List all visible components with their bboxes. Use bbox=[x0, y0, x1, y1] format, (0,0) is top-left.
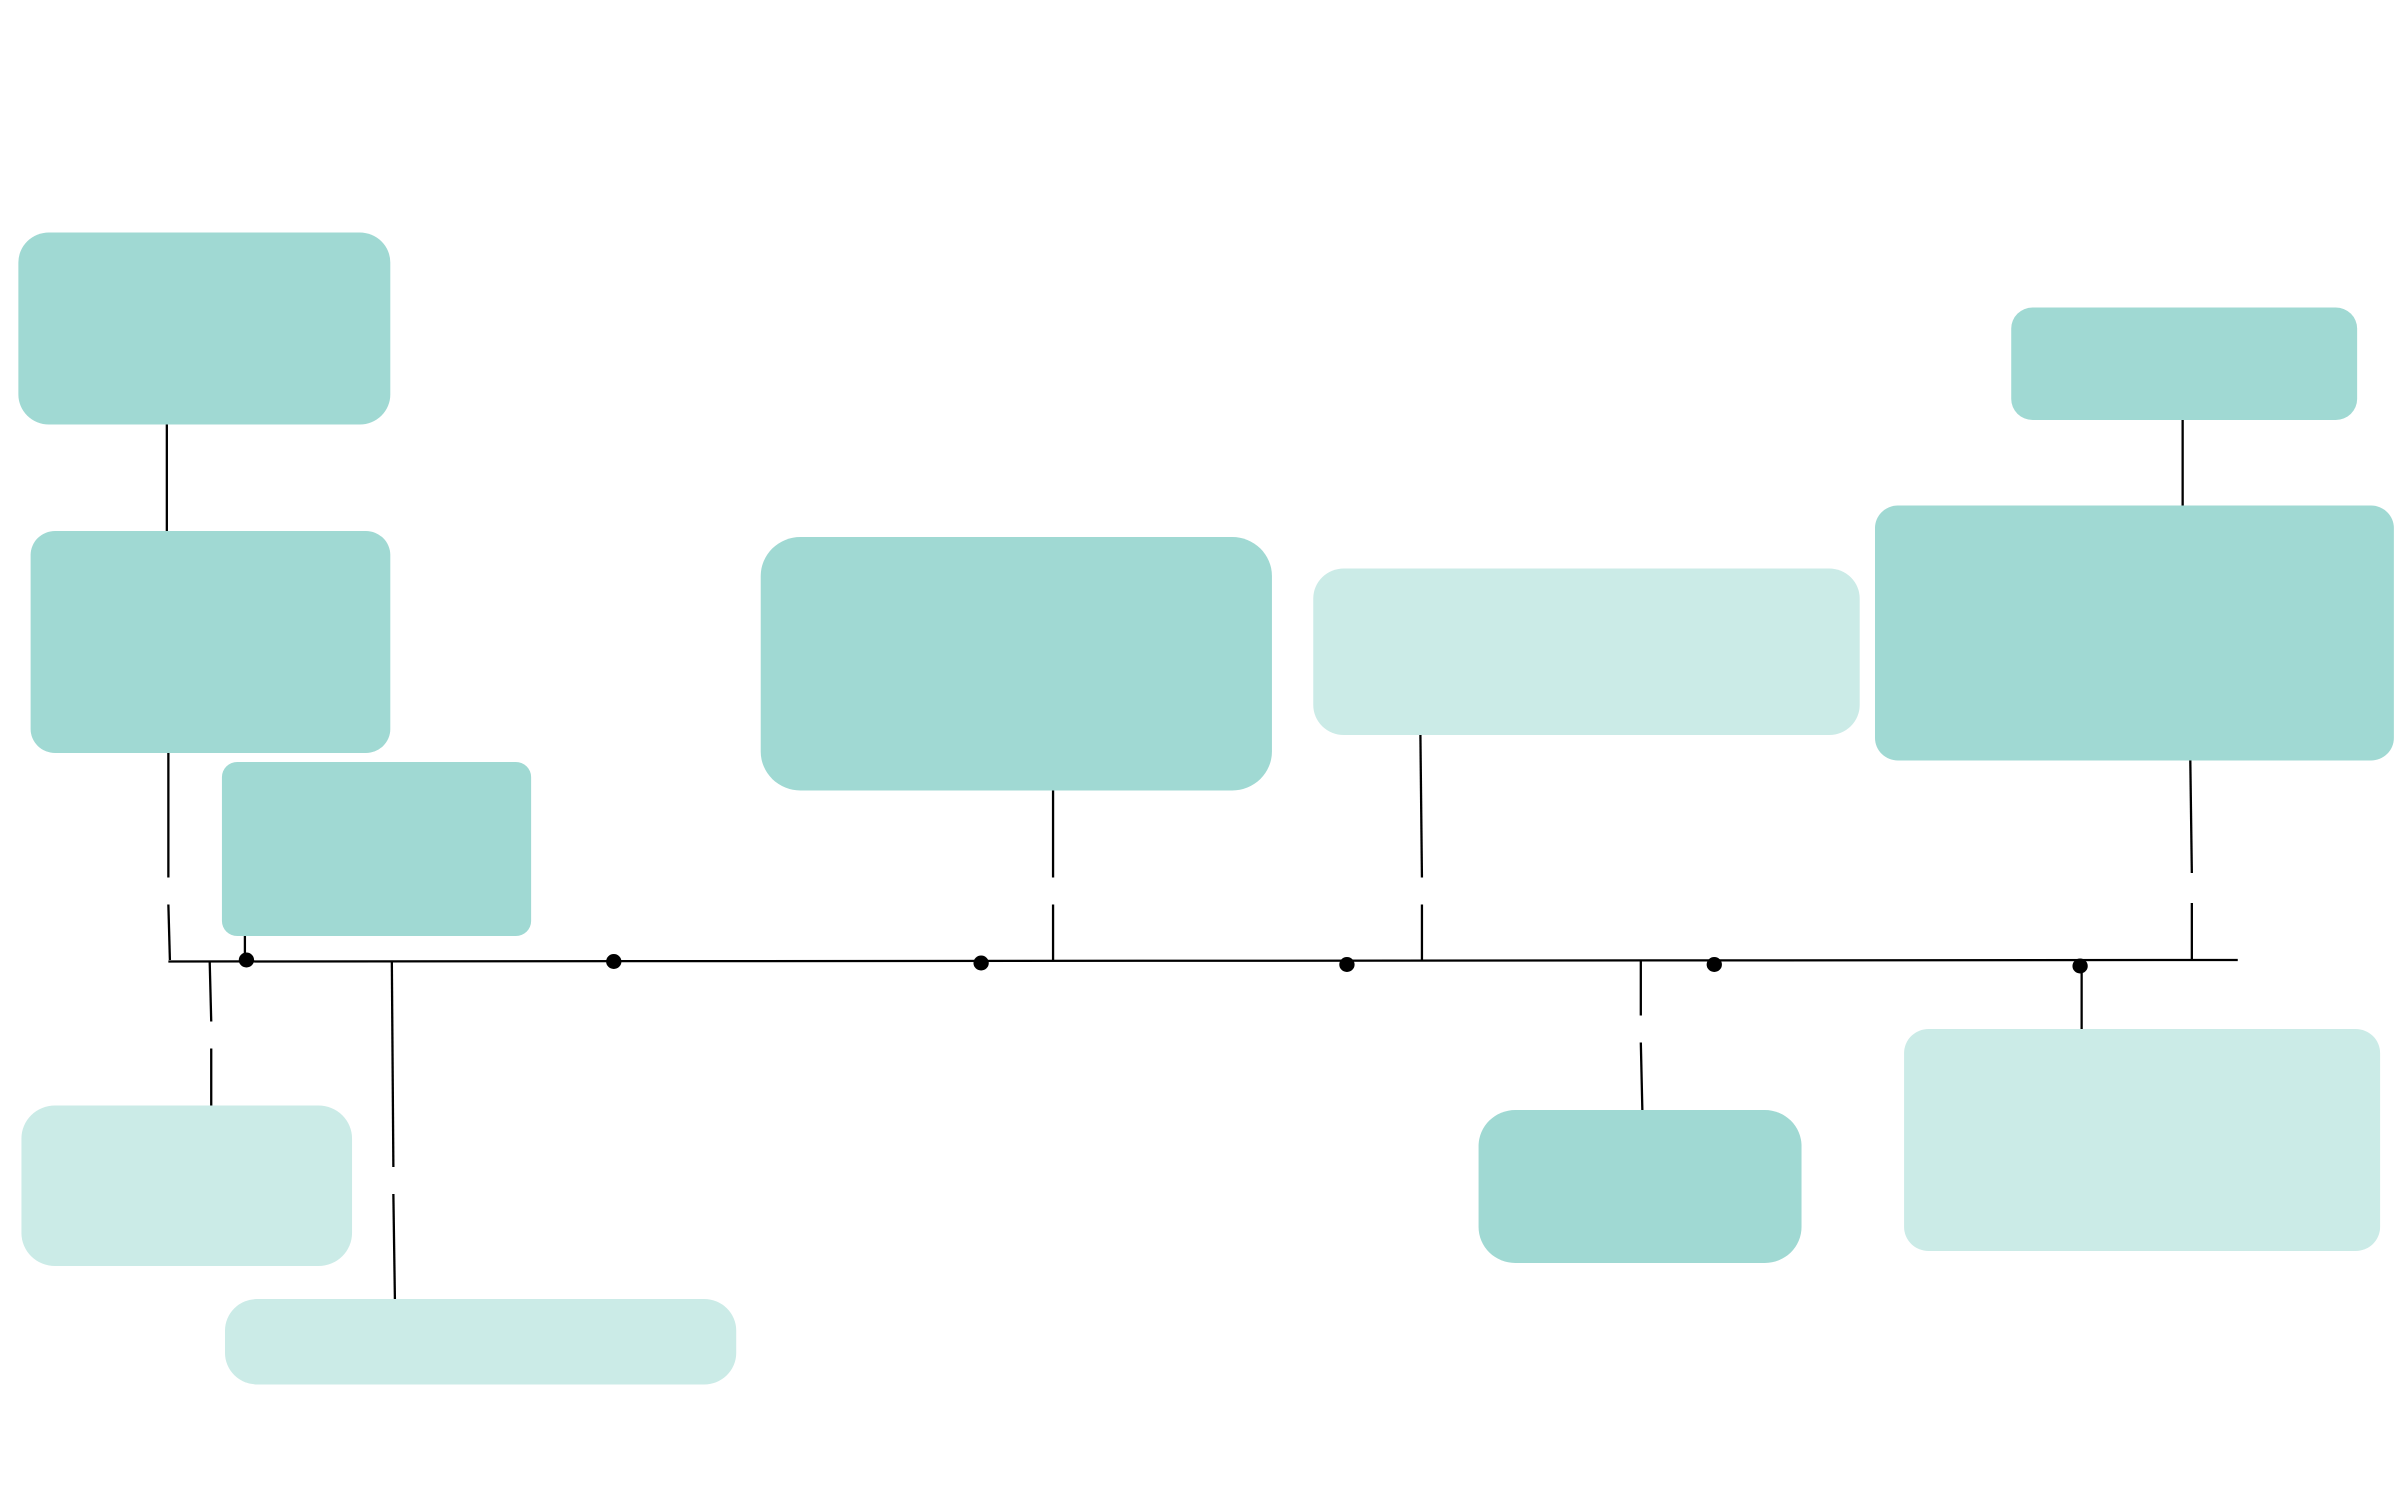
timeline-marker[interactable] bbox=[1339, 957, 1355, 972]
event-card[interactable] bbox=[1875, 505, 2394, 761]
timeline-axis bbox=[168, 958, 2238, 963]
event-card[interactable] bbox=[221, 762, 532, 936]
connector-line bbox=[1419, 734, 1424, 878]
event-cards bbox=[18, 232, 2394, 1385]
connector-line bbox=[392, 1193, 397, 1300]
event-card[interactable] bbox=[30, 531, 391, 753]
event-card[interactable] bbox=[21, 1105, 353, 1267]
connector-line bbox=[390, 961, 395, 1168]
event-card[interactable] bbox=[1478, 1110, 1802, 1263]
timeline-marker[interactable] bbox=[1706, 957, 1722, 972]
axis-markers bbox=[238, 952, 2088, 974]
event-card[interactable] bbox=[760, 537, 1272, 791]
event-card[interactable] bbox=[225, 1299, 737, 1385]
event-card[interactable] bbox=[18, 232, 391, 425]
timeline-marker[interactable] bbox=[238, 952, 255, 968]
event-card[interactable] bbox=[1904, 1029, 2381, 1251]
connector-line bbox=[208, 961, 213, 1022]
timeline-marker[interactable] bbox=[606, 954, 622, 969]
timeline-marker[interactable] bbox=[2072, 958, 2088, 974]
connectors bbox=[165, 420, 2193, 1300]
connector-line bbox=[1639, 1042, 1644, 1111]
event-card[interactable] bbox=[2011, 307, 2358, 421]
timeline-marker[interactable] bbox=[973, 955, 989, 971]
connector-line bbox=[2189, 760, 2193, 874]
connector-line bbox=[167, 904, 172, 961]
event-card[interactable] bbox=[1313, 568, 1860, 736]
